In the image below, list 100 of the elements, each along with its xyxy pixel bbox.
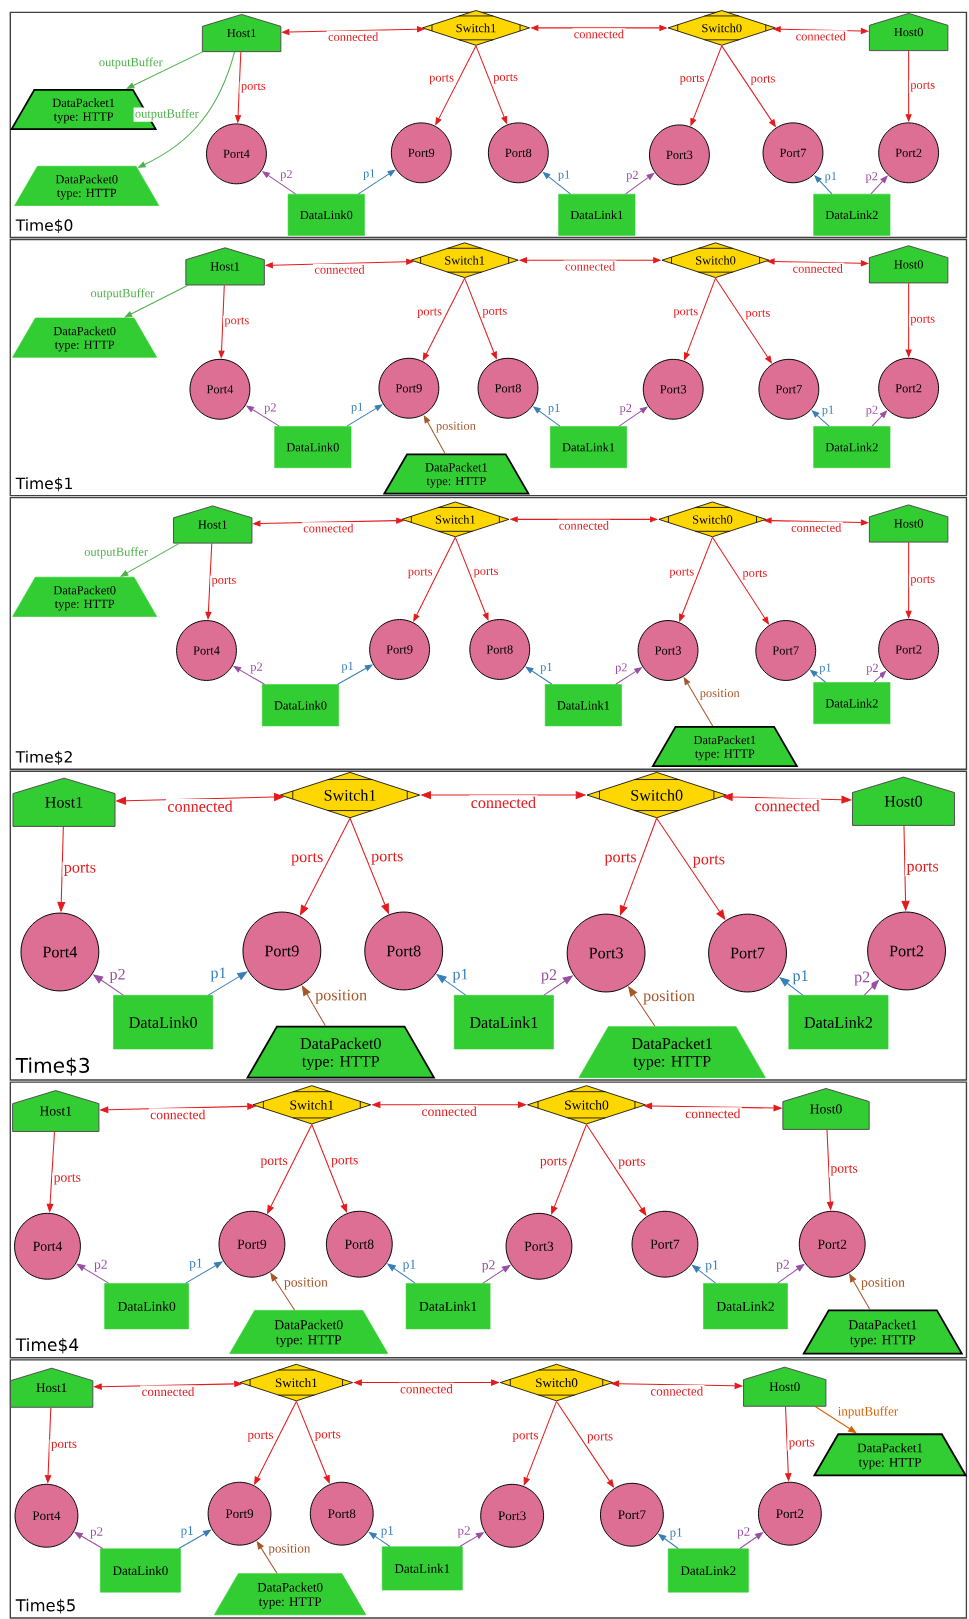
- edge-label: p2: [613, 661, 630, 676]
- edge-label: ports: [49, 1439, 79, 1453]
- edge-label: ports: [905, 861, 941, 877]
- edge-label: ports: [909, 80, 937, 93]
- edge-label: p1: [209, 966, 229, 983]
- arrow: [873, 670, 887, 683]
- arrow: [615, 667, 643, 685]
- arrow: [712, 536, 770, 625]
- edge-label: ports: [416, 307, 444, 320]
- edge-label: p2: [625, 169, 641, 183]
- edge-label: p1: [818, 662, 834, 676]
- edge-label: ports: [668, 567, 696, 580]
- edge-label: connected: [649, 1385, 705, 1397]
- link-box: DataLink1: [558, 193, 636, 236]
- edge-label: ports: [481, 306, 509, 319]
- edge-label: p1: [340, 660, 356, 675]
- edge-label: ports: [909, 574, 937, 587]
- edge-label: p1: [179, 1524, 196, 1539]
- arrow: [905, 541, 913, 619]
- edge-label: position: [314, 988, 369, 1006]
- edge-label: p2: [618, 402, 634, 416]
- edge-label: ports: [406, 567, 435, 580]
- host-pentagon: Host0: [852, 776, 956, 826]
- edge-label: ports: [472, 566, 500, 579]
- edge-label: ports: [210, 575, 238, 588]
- edge-label: ports: [603, 851, 639, 867]
- edge-label: ports: [313, 1429, 343, 1443]
- edge-label: connected: [469, 795, 538, 810]
- arrow: [658, 1533, 679, 1550]
- edge-label: p2: [865, 662, 881, 677]
- edge-label: p1: [349, 401, 365, 415]
- edge-label: p1: [188, 1257, 205, 1272]
- edge-label: ports: [744, 308, 772, 321]
- host-pentagon: Host1: [12, 777, 116, 827]
- edge-label: connected: [563, 260, 617, 272]
- edge-label: connected: [684, 1107, 743, 1120]
- edge-label: ports: [617, 1156, 648, 1171]
- edge-label: position: [434, 420, 478, 434]
- edge-label: connected: [302, 522, 356, 534]
- edge-label: p2: [864, 404, 880, 418]
- edge-label: connected: [794, 30, 848, 42]
- edge-label: ports: [329, 1155, 360, 1169]
- link-box: DataLink1: [545, 684, 623, 727]
- edge-label: p2: [736, 1525, 752, 1540]
- arrow: [871, 410, 888, 427]
- edge-label: outputBuffer: [89, 287, 156, 302]
- arrow: [387, 1263, 416, 1284]
- edge-label: p1: [556, 168, 572, 183]
- arrow: [246, 405, 280, 427]
- edge-label: ports: [492, 72, 520, 85]
- edge-label: p1: [820, 404, 836, 418]
- packet-trapezoid: DataPacket0 type: HTTP: [12, 576, 158, 617]
- edge-label: p2: [88, 1525, 105, 1540]
- host-pentagon: Host0: [743, 1366, 827, 1407]
- edge-label: p1: [361, 167, 378, 182]
- edge-label: ports: [741, 568, 769, 581]
- host-pentagon: Host1: [12, 1090, 100, 1132]
- link-box: DataLink1: [406, 1283, 491, 1330]
- link-box: DataLink0: [288, 193, 365, 236]
- edge-label: p2: [864, 170, 880, 185]
- edge-label: p1: [401, 1258, 418, 1273]
- link-box: DataLink0: [262, 684, 340, 727]
- edge-label: p1: [539, 661, 555, 676]
- edge-label: inputBuffer: [836, 1404, 900, 1420]
- edge-label: ports: [909, 314, 937, 327]
- edge-label: ports: [511, 1430, 541, 1444]
- link-box: DataLink0: [113, 995, 214, 1050]
- edge-label: p1: [668, 1526, 685, 1541]
- edge-label: position: [642, 988, 697, 1006]
- link-box: DataLink0: [104, 1283, 190, 1330]
- edge-label: ports: [585, 1431, 615, 1445]
- edge-label: outputBuffer: [97, 56, 165, 71]
- link-box: DataLink2: [813, 426, 891, 468]
- edge-label: ports: [829, 1163, 860, 1177]
- host-pentagon: Host0: [869, 12, 949, 52]
- edge-label: ports: [239, 81, 268, 94]
- host-pentagon: Host0: [869, 504, 949, 543]
- edge-label: p2: [263, 401, 279, 416]
- edge-label: ports: [787, 1437, 817, 1451]
- edge-label: connected: [572, 28, 626, 40]
- edge-label: ports: [223, 315, 251, 329]
- edge-label: connected: [420, 1105, 479, 1118]
- edge-label: ports: [678, 73, 707, 86]
- edge-label: p1: [791, 968, 811, 986]
- host-pentagon: Host1: [185, 247, 266, 286]
- edge-label: ports: [52, 1172, 83, 1186]
- host-pentagon: Host1: [173, 505, 253, 544]
- edge-label: outputBuffer: [133, 107, 201, 122]
- edge-label: outputBuffer: [83, 545, 150, 560]
- host-pentagon: Host0: [782, 1088, 870, 1130]
- edge-label: p2: [108, 967, 128, 985]
- edge-label: p2: [852, 970, 872, 987]
- link-box: DataLink1: [454, 995, 555, 1050]
- edge-label: ports: [749, 74, 777, 87]
- host-pentagon: Host0: [869, 245, 949, 284]
- packet-trapezoid: DataPacket1 type: HTTP: [578, 1026, 767, 1078]
- edge-label: ports: [538, 1156, 569, 1170]
- packet-trapezoid: DataPacket0 type: HTTP: [214, 1573, 367, 1616]
- edge-label: p1: [546, 402, 562, 416]
- edge-label: ports: [672, 306, 700, 320]
